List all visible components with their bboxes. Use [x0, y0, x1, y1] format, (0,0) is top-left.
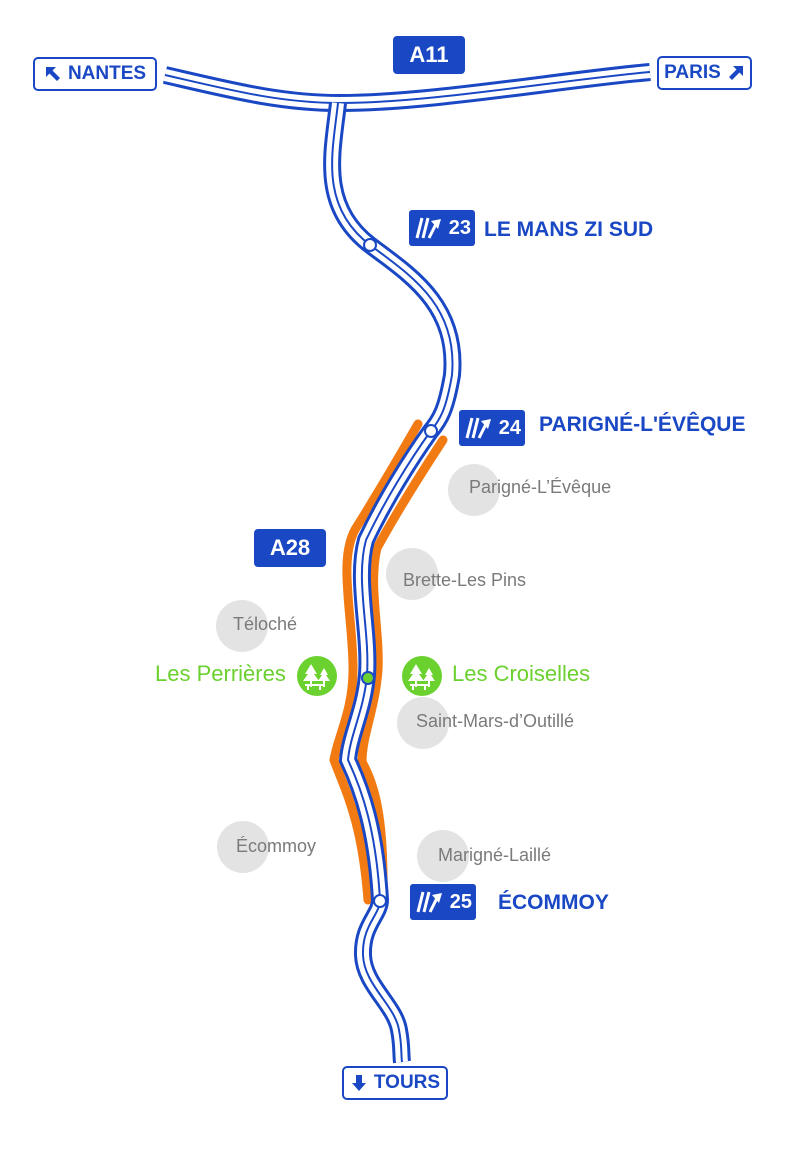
a28-shield: A28: [254, 529, 326, 567]
highlight-east: [357, 435, 448, 905]
a11-shield: A11: [393, 36, 465, 74]
town-dot: [417, 830, 469, 882]
rest-area-icon: [297, 656, 337, 696]
exit-icon: [416, 891, 442, 913]
exit-25-node[interactable]: [373, 894, 387, 908]
town-label: Parigné-L’Évêque: [469, 477, 612, 497]
exit-23-number: 23: [448, 216, 471, 239]
rest-area-icon: [402, 656, 442, 696]
rest-area-west-label[interactable]: Les Perrières: [155, 661, 286, 686]
exit-23-badge[interactable]: 23: [409, 210, 475, 246]
a11-road: [162, 63, 651, 113]
town-label: Marigné-Laillé: [438, 845, 552, 865]
exit-25-badge[interactable]: 25: [410, 884, 476, 920]
exit-icon: [415, 217, 441, 239]
town-dot: [217, 821, 269, 873]
arrow-up-right-icon: [728, 66, 743, 80]
tours-label: TOURS: [373, 1072, 441, 1093]
town-dot: [386, 548, 438, 600]
town-dot: [397, 697, 449, 749]
a28-label: A28: [269, 535, 311, 560]
destination-nantes[interactable]: NANTES: [33, 57, 157, 91]
arrow-up-left-icon: [45, 67, 60, 81]
exit-24-node[interactable]: [424, 424, 438, 438]
town-dot: [216, 600, 268, 652]
rest-area-node[interactable]: [361, 671, 375, 685]
town-label: Écommoy: [236, 836, 317, 856]
a11-label: A11: [409, 42, 449, 67]
destination-tours[interactable]: TOURS: [342, 1066, 448, 1100]
exit-24-number: 24: [498, 416, 521, 439]
exit-icon: [465, 417, 491, 439]
a28-road: [323, 102, 462, 1064]
town-dot: [448, 464, 500, 516]
town-label: Saint-Mars-d’Outillé: [416, 711, 575, 731]
paris-label: PARIS: [664, 62, 721, 83]
town-label: Téloché: [233, 614, 298, 634]
exit-24-name[interactable]: PARIGNÉ-L'ÉVÊQUE: [539, 413, 746, 436]
nantes-label: NANTES: [67, 63, 147, 84]
exit-23-name[interactable]: LE MANS ZI SUD: [484, 218, 654, 241]
highlight-west: [329, 419, 423, 905]
exit-25-name[interactable]: ÉCOMMOY: [498, 891, 609, 914]
town-label: Brette-Les Pins: [403, 570, 527, 590]
rest-area-east-label[interactable]: Les Croiselles: [452, 661, 591, 686]
arrow-down-icon: [351, 1075, 366, 1091]
exit-23-node[interactable]: [363, 238, 377, 252]
exit-24-badge[interactable]: 24: [459, 410, 525, 446]
destination-paris[interactable]: PARIS: [657, 56, 752, 90]
exit-25-number: 25: [449, 890, 472, 913]
